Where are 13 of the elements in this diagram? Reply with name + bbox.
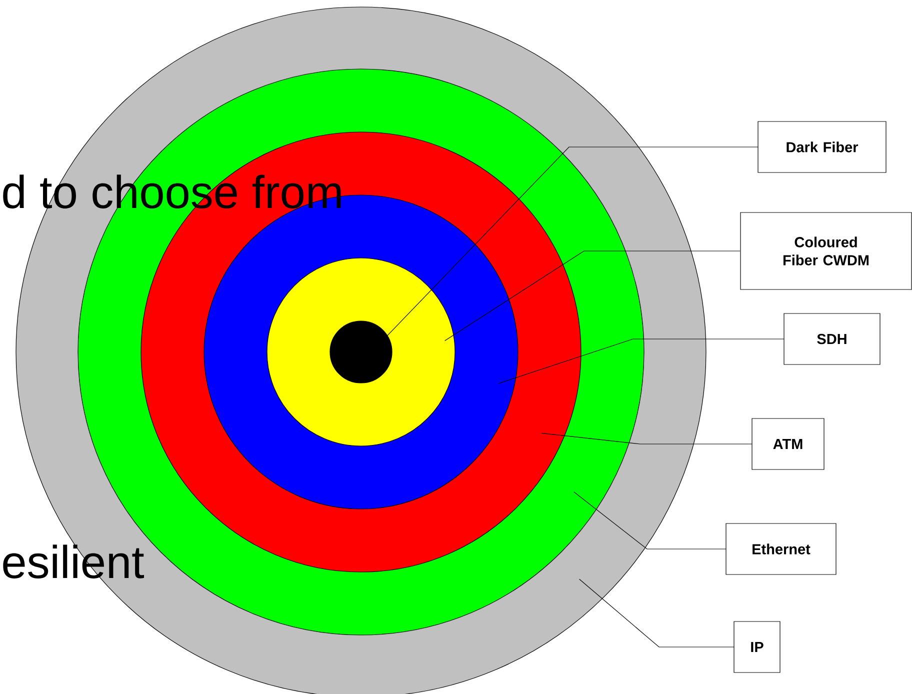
ring xyxy=(330,320,392,384)
leader-line xyxy=(384,146,758,338)
leader-line xyxy=(498,338,784,384)
leader-line xyxy=(579,578,734,648)
label-box: SDH xyxy=(784,313,880,365)
leader-line xyxy=(444,250,740,341)
label-box: Ethernet xyxy=(726,523,836,575)
leader-line xyxy=(574,492,726,550)
label-box: Dark Fiber xyxy=(758,121,886,173)
label-box: ATM xyxy=(752,418,824,470)
leader-line xyxy=(541,432,752,444)
label-box: Coloured Fiber CWDM xyxy=(740,212,912,290)
label-box: IP xyxy=(734,621,780,673)
